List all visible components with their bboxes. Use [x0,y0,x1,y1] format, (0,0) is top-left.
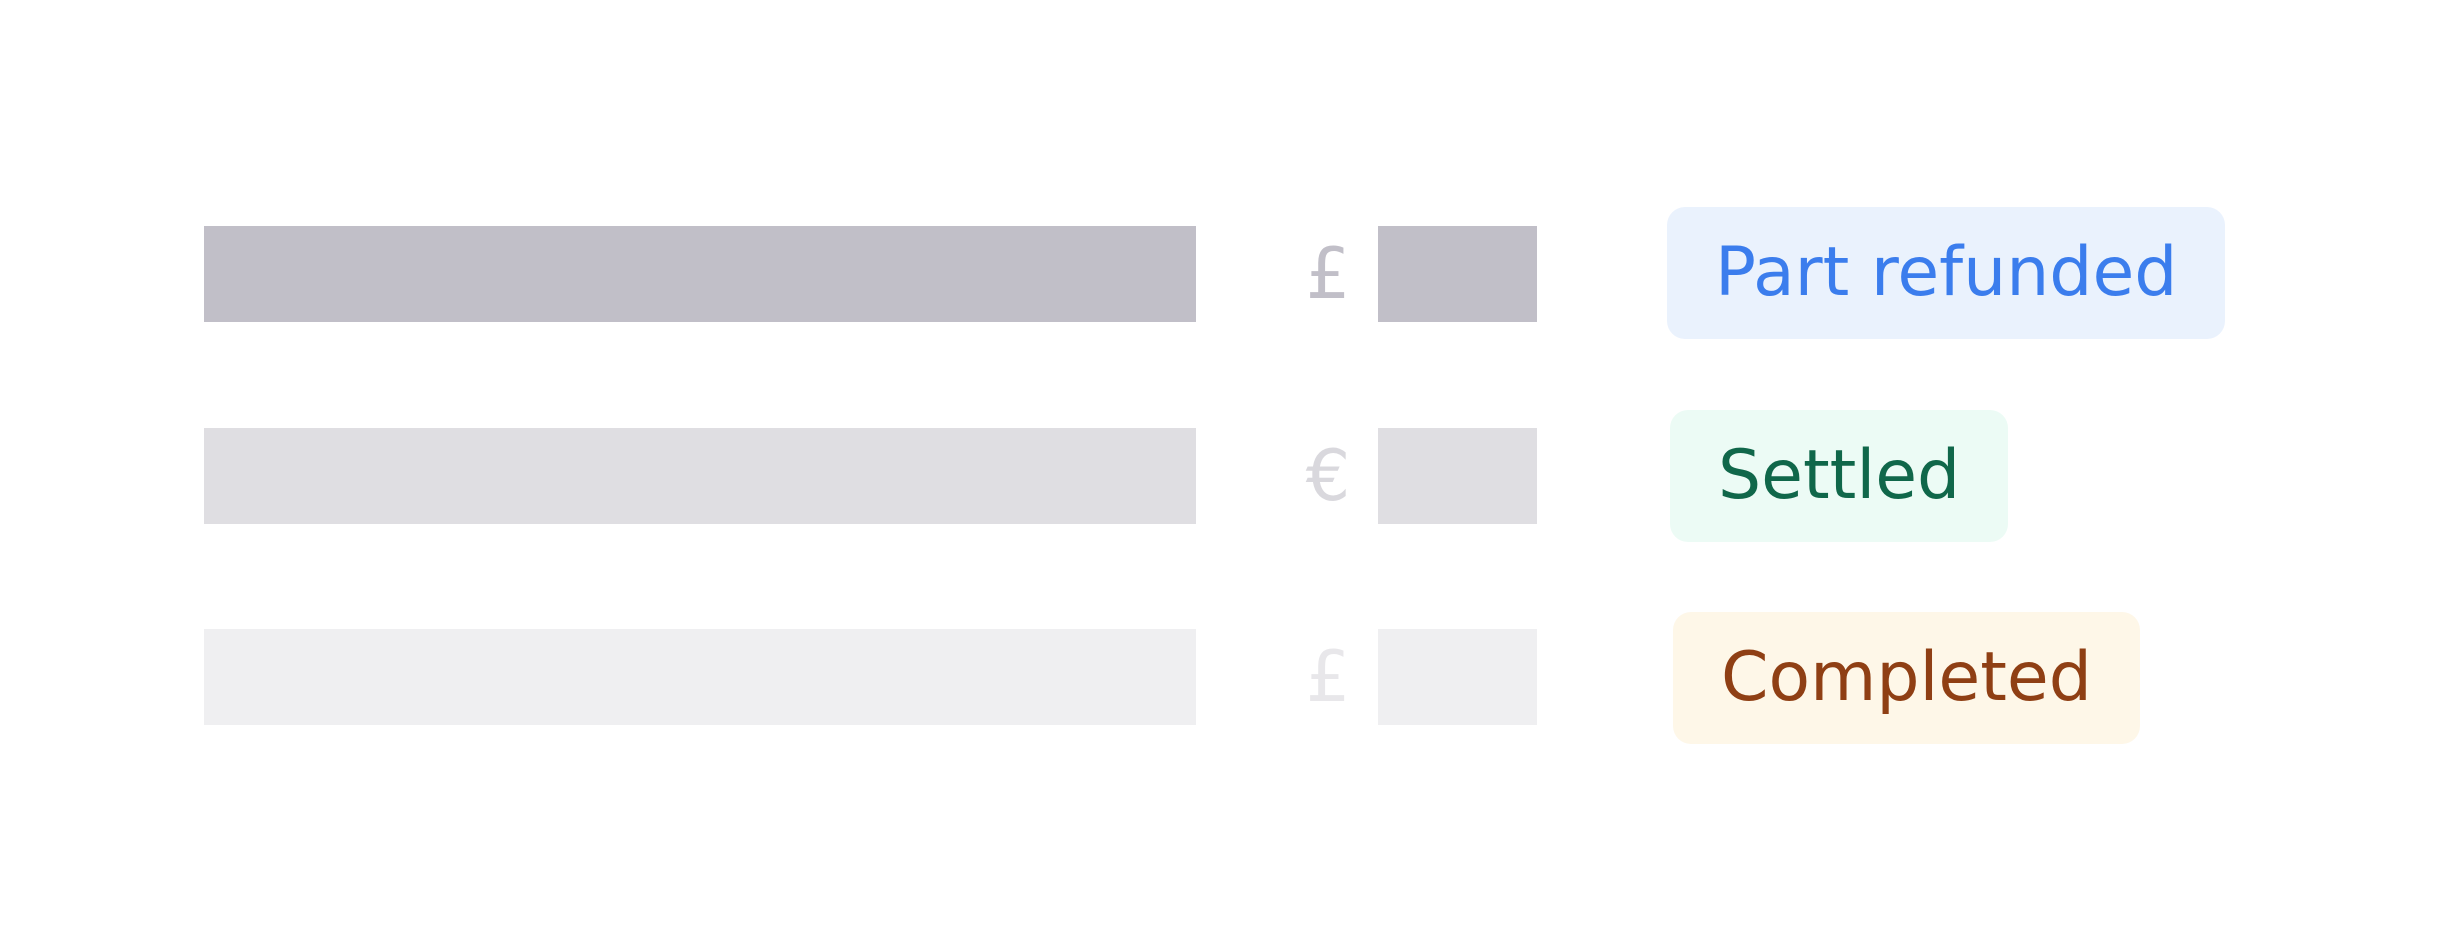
status-badge: Part refunded [1667,207,2226,339]
transaction-row: £ Completed [0,608,2451,748]
description-placeholder [204,629,1196,725]
amount-placeholder [1378,226,1537,322]
currency-symbol: £ [1305,636,1351,718]
currency-symbol: £ [1305,233,1351,315]
amount-placeholder [1378,629,1537,725]
description-placeholder [204,226,1196,322]
transaction-row: £ Part refunded [0,205,2451,345]
transaction-row: € Settled [0,407,2451,547]
currency-symbol: € [1305,435,1351,517]
amount-placeholder [1378,428,1537,524]
status-badge: Settled [1670,410,2009,542]
description-placeholder [204,428,1196,524]
status-badge: Completed [1673,612,2140,744]
